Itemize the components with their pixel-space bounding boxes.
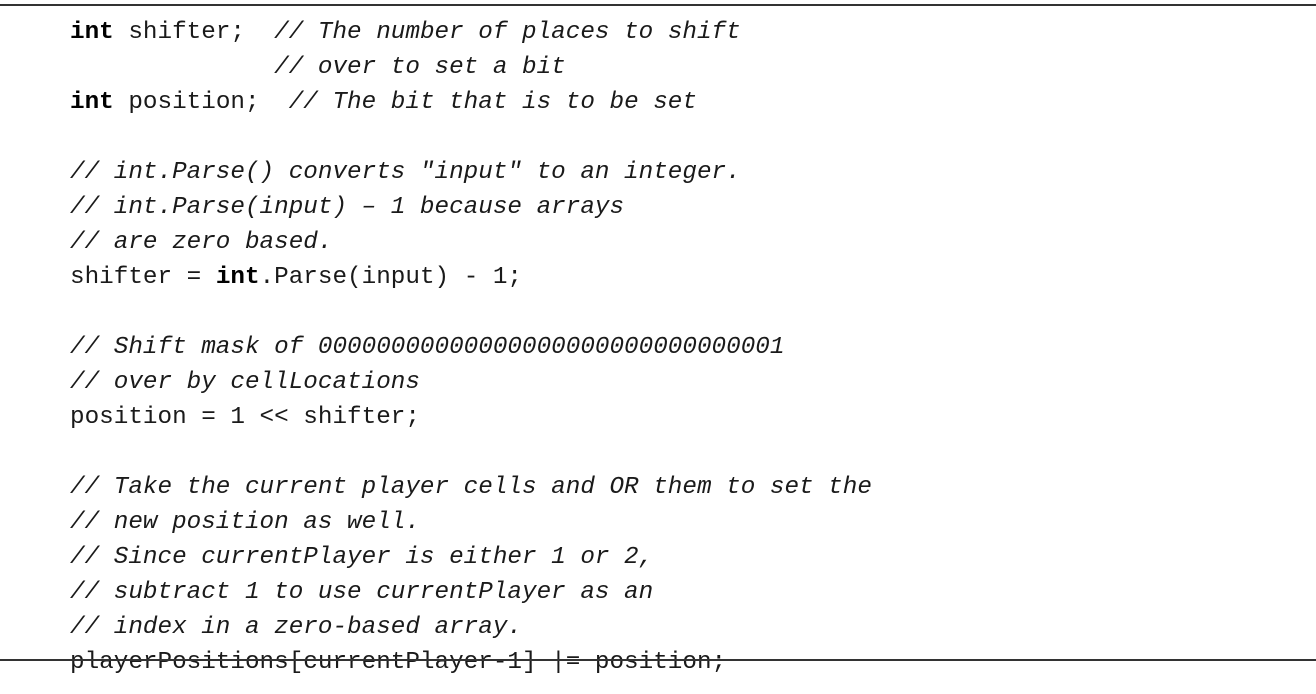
comment: // subtract 1 to use currentPlayer as an xyxy=(70,579,654,606)
code-line: position = 1 << shifter; xyxy=(70,400,872,435)
comment: // Since currentPlayer is either 1 or 2, xyxy=(70,544,654,571)
comment: // The number of places to shift xyxy=(274,19,741,46)
comment: // new position as well. xyxy=(70,509,420,536)
code-line: // new position as well. xyxy=(70,505,872,540)
code-text: position; xyxy=(113,89,289,116)
code-text: .Parse(input) - 1; xyxy=(259,264,523,291)
code-line: // are zero based. xyxy=(70,225,872,260)
comment: // index in a zero-based array. xyxy=(70,614,522,641)
code-line: // over to set a bit xyxy=(70,50,872,85)
comment: // Shift mask of 00000000000000000000000… xyxy=(70,334,785,361)
code-line: // Shift mask of 00000000000000000000000… xyxy=(70,330,872,365)
blank-line xyxy=(70,435,872,470)
comment: // int.Parse() converts "input" to an in… xyxy=(70,159,741,186)
code-text xyxy=(70,54,274,81)
comment: // are zero based. xyxy=(70,229,333,256)
keyword: int xyxy=(215,264,260,291)
code-line: // Since currentPlayer is either 1 or 2, xyxy=(70,540,872,575)
comment: // int.Parse(input) – 1 because arrays xyxy=(70,194,625,221)
keyword: int xyxy=(70,89,114,116)
blank-line xyxy=(70,295,872,330)
code-line: // subtract 1 to use currentPlayer as an xyxy=(70,575,872,610)
comment: // The bit that is to be set xyxy=(288,89,697,116)
code-line: // Take the current player cells and OR … xyxy=(70,470,872,505)
code-text: playerPositions[currentPlayer-1] |= posi… xyxy=(70,649,727,676)
code-text: position = 1 << shifter; xyxy=(70,404,420,431)
code-line: // int.Parse(input) – 1 because arrays xyxy=(70,190,872,225)
top-rule xyxy=(0,4,1316,6)
code-line: playerPositions[currentPlayer-1] |= posi… xyxy=(70,645,872,680)
code-line: // int.Parse() converts "input" to an in… xyxy=(70,155,872,190)
code-text: shifter; xyxy=(113,19,275,46)
comment: // over by cellLocations xyxy=(70,369,420,396)
bottom-rule xyxy=(0,659,1316,661)
code-line: // index in a zero-based array. xyxy=(70,610,872,645)
code-line: // over by cellLocations xyxy=(70,365,872,400)
comment: // over to set a bit xyxy=(274,54,566,81)
keyword: int xyxy=(70,19,114,46)
code-line: int shifter; // The number of places to … xyxy=(70,15,872,50)
code-line: shifter = int.Parse(input) - 1; xyxy=(70,260,872,295)
comment: // Take the current player cells and OR … xyxy=(70,474,872,501)
blank-line xyxy=(70,120,872,155)
code-text: shifter = xyxy=(70,264,216,291)
code-line: int position; // The bit that is to be s… xyxy=(70,85,872,120)
code-listing: int shifter; // The number of places to … xyxy=(70,15,872,680)
